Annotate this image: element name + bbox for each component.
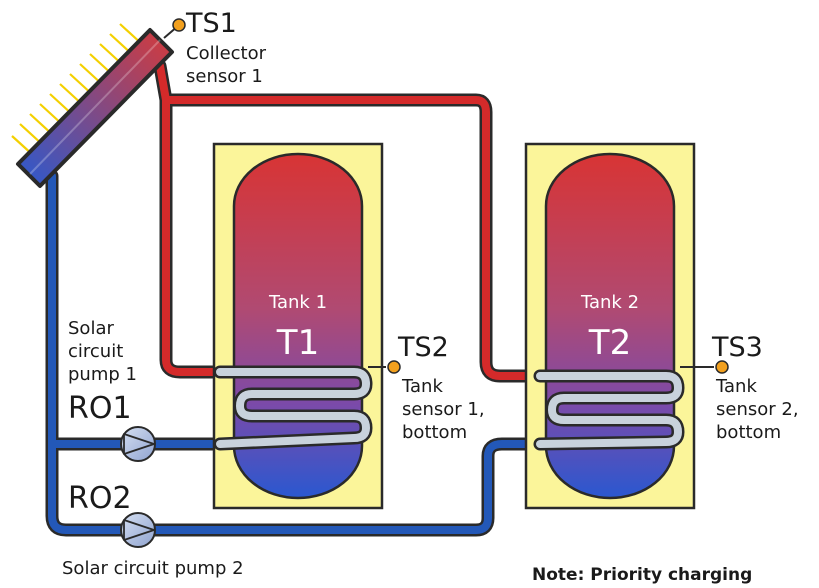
pump1-label-line3: pump 1 [68,364,137,385]
tank-2-code: T2 [588,323,631,363]
ts3-code: TS3 [711,332,763,363]
ts3-label-line2: sensor 2, [716,399,799,420]
pump1-code: RO1 [68,391,132,426]
ts1-label-line1: Collector [186,43,267,64]
pump-ro1 [120,426,156,462]
ts3-sensor-dot [715,360,729,374]
tank-2 [524,142,729,510]
tank-1-code: T1 [276,323,319,363]
tank-2-name: Tank 2 [580,292,639,313]
hot-supply-pipe [156,62,544,380]
pump-ro2-arrow-icon [123,519,155,541]
pump1-label-line1: Solar [68,318,114,339]
pipe-network [45,59,547,537]
tank-1 [212,142,401,510]
cold-return-pipe-tank2 [48,436,544,534]
collector-panel [16,28,174,188]
solar-collector [11,18,186,188]
pump-ro1-arrow-icon [123,433,155,455]
ts1-sensor-dot [172,18,186,32]
ts1-label-line2: sensor 1 [186,66,263,87]
ts2-label-line3: bottom [402,422,467,443]
tank-1-name: Tank 1 [268,292,327,313]
pump2-label: Solar circuit pump 2 [62,558,244,579]
ts2-code: TS2 [397,332,449,363]
tank-2-heat-exchanger-coil [533,369,685,451]
ts3-label-line3: bottom [716,422,781,443]
tank-2-vessel [544,152,676,500]
ts2-label-line2: sensor 1, [402,399,485,420]
pump1-label-line2: circuit [68,341,123,362]
priority-note: Note: Priority charging [532,565,752,585]
hot-supply-branch-tank1 [162,96,224,376]
pump2-code: RO2 [68,481,132,516]
ts3-label-line1: Tank [715,376,757,397]
tank-1-heat-exchanger-coil [213,365,373,451]
pump-ro2 [120,512,156,548]
ts1-code: TS1 [185,8,237,39]
ts2-sensor-dot [387,360,401,374]
ts2-label-line1: Tank [401,376,443,397]
